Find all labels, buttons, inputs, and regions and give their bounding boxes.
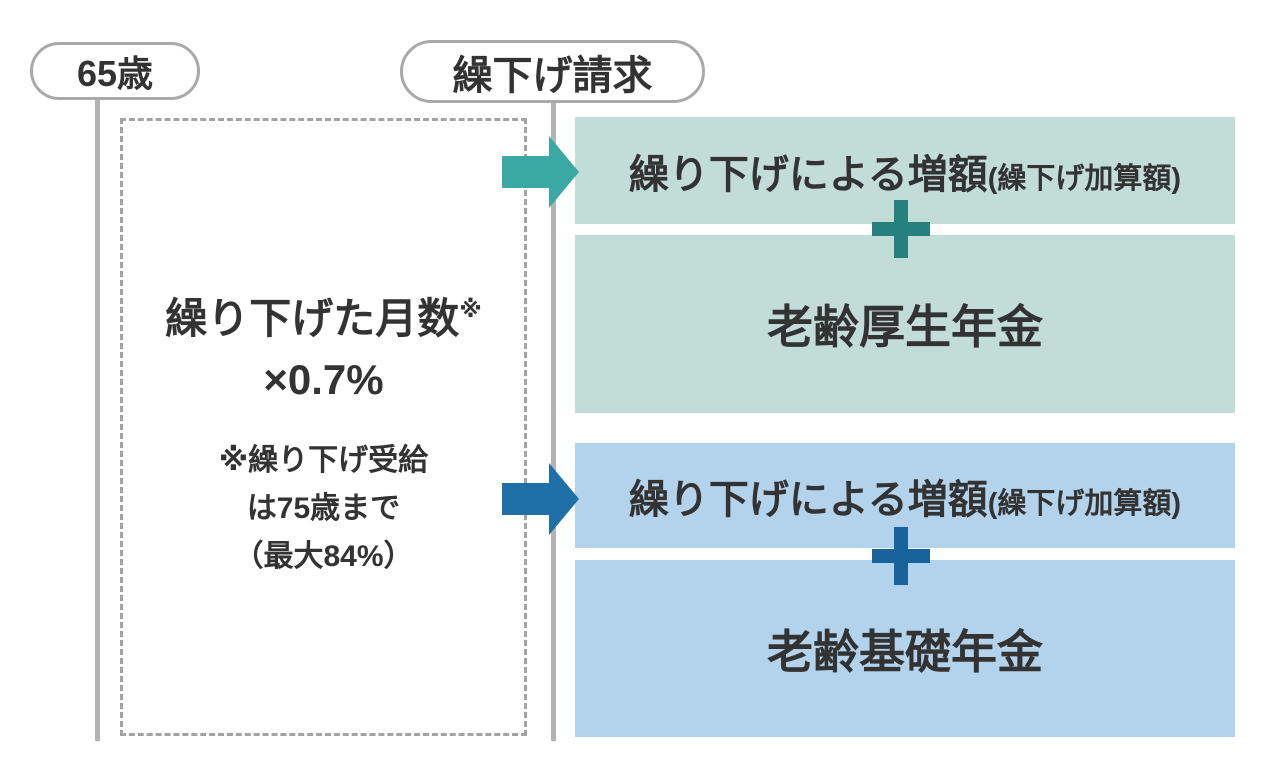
- deferral-formula-box: 繰り下げた月数※ ×0.7% ※繰り下げ受給 は75歳まで （最大84%）: [120, 118, 527, 736]
- plus-horizontal-bar: [872, 549, 930, 563]
- formula-line-rate: ×0.7%: [263, 355, 384, 403]
- kiso-pension-label: 老齢基礎年金: [767, 625, 1043, 678]
- kiso-pension-box: 老齢基礎年金: [575, 560, 1235, 737]
- deferral-claim-label: 繰下げ請求: [452, 53, 653, 98]
- kosei-increase-label: 繰り下げによる増額: [628, 152, 988, 197]
- deferral-formula: 繰り下げた月数※ ×0.7%: [123, 289, 524, 411]
- deferral-claim-timeline-line: [551, 102, 556, 741]
- kiso-increase-sub-label: (繰下げ加算額): [987, 487, 1182, 520]
- age-65-badge: 65歳: [30, 42, 200, 100]
- plus-horizontal-bar: [872, 222, 930, 236]
- arrow-head: [549, 463, 579, 535]
- age-65-timeline-line: [95, 100, 100, 741]
- note-line: は75歳まで: [246, 491, 401, 525]
- age-65-label: 65歳: [76, 53, 154, 94]
- arrow-stem: [502, 156, 549, 188]
- note-line: ※繰り下げ受給: [218, 443, 429, 477]
- kosei-increase-box: 繰り下げによる増額(繰下げ加算額): [575, 117, 1235, 224]
- arrow-stem: [502, 483, 549, 515]
- kosei-pension-label: 老齢厚生年金: [767, 301, 1043, 353]
- deferral-note: ※繰り下げ受給 は75歳まで （最大84%）: [123, 437, 524, 581]
- kiso-increase-label: 繰り下げによる増額: [628, 477, 988, 522]
- plus-icon: [872, 527, 930, 585]
- note-reference-mark: ※: [459, 296, 482, 322]
- note-line: （最大84%）: [233, 539, 414, 573]
- formula-line-months: 繰り下げた月数※: [165, 295, 482, 342]
- kosei-increase-sub-label: (繰下げ加算額): [987, 162, 1182, 195]
- kosei-pension-box: 老齢厚生年金: [575, 235, 1235, 413]
- plus-icon: [872, 200, 930, 258]
- deferral-claim-badge: 繰下げ請求: [400, 40, 705, 103]
- arrow-head: [549, 136, 579, 208]
